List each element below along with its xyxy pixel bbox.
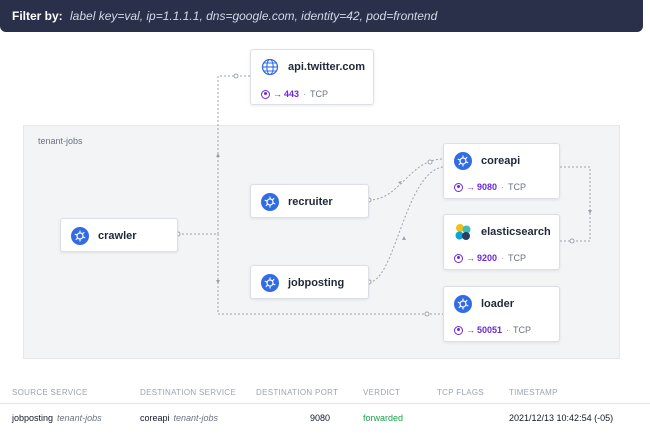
node-jobposting[interactable]: jobposting — [250, 265, 369, 299]
filter-bar[interactable]: Filter by: label key=val, ip=1.1.1.1, dn… — [0, 0, 643, 32]
kubernetes-icon — [71, 227, 89, 245]
destination-namespace: tenant-jobs — [173, 413, 219, 423]
kubernetes-icon — [261, 193, 279, 211]
port-separator: · — [303, 89, 307, 99]
edge-crawler-loader — [217, 234, 443, 315]
column-header[interactable]: TIMESTAMP — [509, 388, 558, 397]
edge-endpoint — [427, 159, 433, 165]
node-port: → 443 · TCP — [261, 89, 328, 99]
column-header[interactable]: DESTINATION SERVICE — [140, 388, 237, 397]
edge-arrow — [216, 153, 220, 157]
port-number: 443 — [284, 89, 300, 99]
edge-recruiter-coreapi — [368, 158, 444, 201]
column-header[interactable]: TCP FLAGS — [437, 388, 485, 397]
port-number: 9080 — [477, 182, 498, 192]
node-api-twitter[interactable]: api.twitter.com → 443 · TCP — [250, 49, 374, 105]
kubernetes-icon — [454, 295, 472, 313]
edge-jobposting-coreapi — [368, 166, 444, 283]
port-icon — [261, 89, 270, 99]
port-arrow: → — [466, 325, 475, 335]
edge-arrow — [402, 236, 406, 240]
port-icon — [454, 253, 463, 263]
column-header[interactable]: SOURCE SERVICE — [12, 388, 88, 397]
port-number: 50051 — [477, 325, 503, 335]
node-recruiter[interactable]: recruiter — [250, 184, 369, 218]
kubernetes-icon — [454, 152, 472, 170]
port-arrow: → — [466, 182, 475, 192]
column-header[interactable]: VERDICT — [363, 388, 401, 397]
timestamp-cell: 2021/12/13 10:42:54 (-05) — [509, 413, 614, 423]
port-protocol: TCP — [513, 325, 532, 335]
port-icon — [454, 325, 463, 335]
node-port: → 50051 · TCP — [454, 325, 531, 335]
node-title: crawler — [98, 230, 137, 242]
elasticsearch-icon — [455, 224, 471, 240]
service-map[interactable]: tenant-jobs — [0, 32, 650, 372]
node-crawler[interactable]: crawler — [60, 218, 178, 252]
filter-query[interactable]: label key=val, ip=1.1.1.1, dns=google.co… — [70, 9, 438, 23]
port-arrow: → — [466, 253, 475, 263]
source-service: jobposting — [12, 413, 54, 423]
node-title: elasticsearch — [481, 226, 551, 238]
port-separator: · — [506, 325, 510, 335]
edge-endpoint — [233, 73, 239, 79]
edge-arrow — [588, 210, 592, 214]
port-protocol: TCP — [310, 89, 329, 99]
port-arrow: → — [273, 89, 282, 99]
port-separator: · — [501, 182, 505, 192]
edge-endpoint — [424, 311, 430, 317]
node-coreapi[interactable]: coreapi → 9080 · TCP — [443, 143, 560, 199]
edge-crawler-twitter — [178, 75, 250, 235]
port-protocol: TCP — [508, 253, 527, 263]
node-elasticsearch[interactable]: elasticsearch → 9200 · TCP — [443, 214, 560, 270]
flows-table: SOURCE SERVICE DESTINATION SERVICE DESTI… — [0, 382, 650, 432]
filter-label: Filter by: — [12, 9, 63, 23]
destination-port-cell: 9080 — [310, 413, 331, 423]
node-port: → 9200 · TCP — [454, 253, 526, 263]
source-namespace: tenant-jobs — [57, 413, 102, 423]
edge-endpoint — [569, 238, 575, 244]
verdict-cell: forwarded — [363, 413, 404, 423]
node-port: → 9080 · TCP — [454, 182, 526, 192]
port-icon — [454, 182, 463, 192]
globe-icon — [261, 58, 279, 76]
port-number: 9200 — [477, 253, 498, 263]
node-title: coreapi — [481, 155, 521, 167]
edge-arrow — [398, 181, 402, 184]
node-title: recruiter — [288, 196, 333, 208]
node-loader[interactable]: loader → 50051 · TCP — [443, 286, 560, 342]
table-header: SOURCE SERVICE DESTINATION SERVICE DESTI… — [0, 382, 650, 404]
node-title: jobposting — [288, 277, 345, 289]
edge-coreapi-elasticsearch — [560, 166, 591, 242]
namespace-label: tenant-jobs — [38, 136, 83, 146]
edge-arrow — [216, 280, 220, 284]
node-title: loader — [481, 298, 515, 310]
kubernetes-icon — [261, 274, 279, 292]
column-header[interactable]: DESTINATION PORT — [256, 388, 339, 397]
port-separator: · — [501, 253, 505, 263]
port-protocol: TCP — [508, 182, 527, 192]
node-title: api.twitter.com — [288, 61, 366, 73]
destination-service: coreapi — [140, 413, 170, 423]
